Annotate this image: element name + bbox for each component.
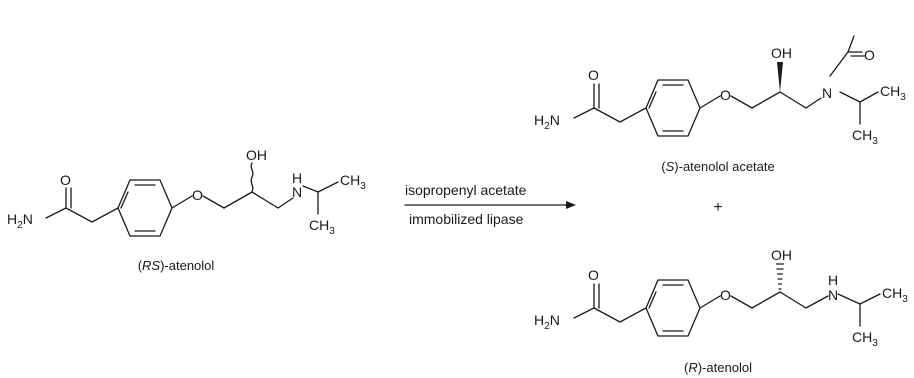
product-s-label: (S)-atenolol acetate (661, 159, 774, 174)
reaction-arrow-group: isopropenyl acetate immobilized lipase (404, 182, 576, 227)
reactant-oh: OH (246, 147, 267, 163)
product-s-ch3a: CH3 (880, 83, 906, 103)
product-s-o1: O (588, 67, 599, 83)
product-s-h2n: H2N (534, 112, 560, 132)
product-s-ch3b: CH3 (852, 127, 878, 147)
reactant-n: N (292, 184, 302, 200)
bonds-product-s (573, 35, 879, 137)
product-r-oh: OH (771, 247, 792, 263)
product-s-o3: O (864, 47, 875, 63)
reactant-label: (RS)-atenolol (138, 258, 215, 273)
plus-sign: + (713, 199, 722, 216)
bonds-product-r (573, 263, 881, 337)
reactant-h: H (292, 170, 302, 186)
catalyst-label: immobilized lipase (409, 211, 524, 227)
product-r-h2n: H2N (534, 312, 560, 332)
product-r-h: H (828, 272, 838, 288)
reactant-ch3a: CH3 (340, 172, 366, 192)
reactant-o2: O (192, 187, 203, 203)
product-r-o1: O (588, 267, 599, 283)
product-r-label: (R)-atenolol (684, 360, 752, 375)
molecule-product-r: O H2N O OH N H CH3 CH3 (R)-atenolol (534, 247, 908, 375)
bonds-reactant (45, 162, 339, 237)
reactant-h2n: H2N (7, 211, 33, 231)
reactant-ch3b: CH3 (309, 217, 335, 237)
product-r-o2: O (720, 287, 731, 303)
reagent-label: isopropenyl acetate (405, 182, 527, 198)
product-r-ch3a: CH3 (882, 285, 908, 305)
product-r-ch3b: CH3 (852, 329, 878, 349)
molecule-reactant: O H2N O OH N H CH3 CH3 (RS)-atenolol (7, 147, 366, 273)
reactant-o1: O (60, 172, 71, 188)
product-s-o2: O (720, 87, 731, 103)
product-s-n: N (822, 85, 832, 101)
product-r-n: N (828, 287, 838, 303)
molecule-product-s: O H2N O OH N O CH3 CH3 (S)-atenolol acet… (534, 35, 906, 174)
arrow-head (566, 201, 576, 209)
product-s-oh: OH (771, 45, 792, 61)
